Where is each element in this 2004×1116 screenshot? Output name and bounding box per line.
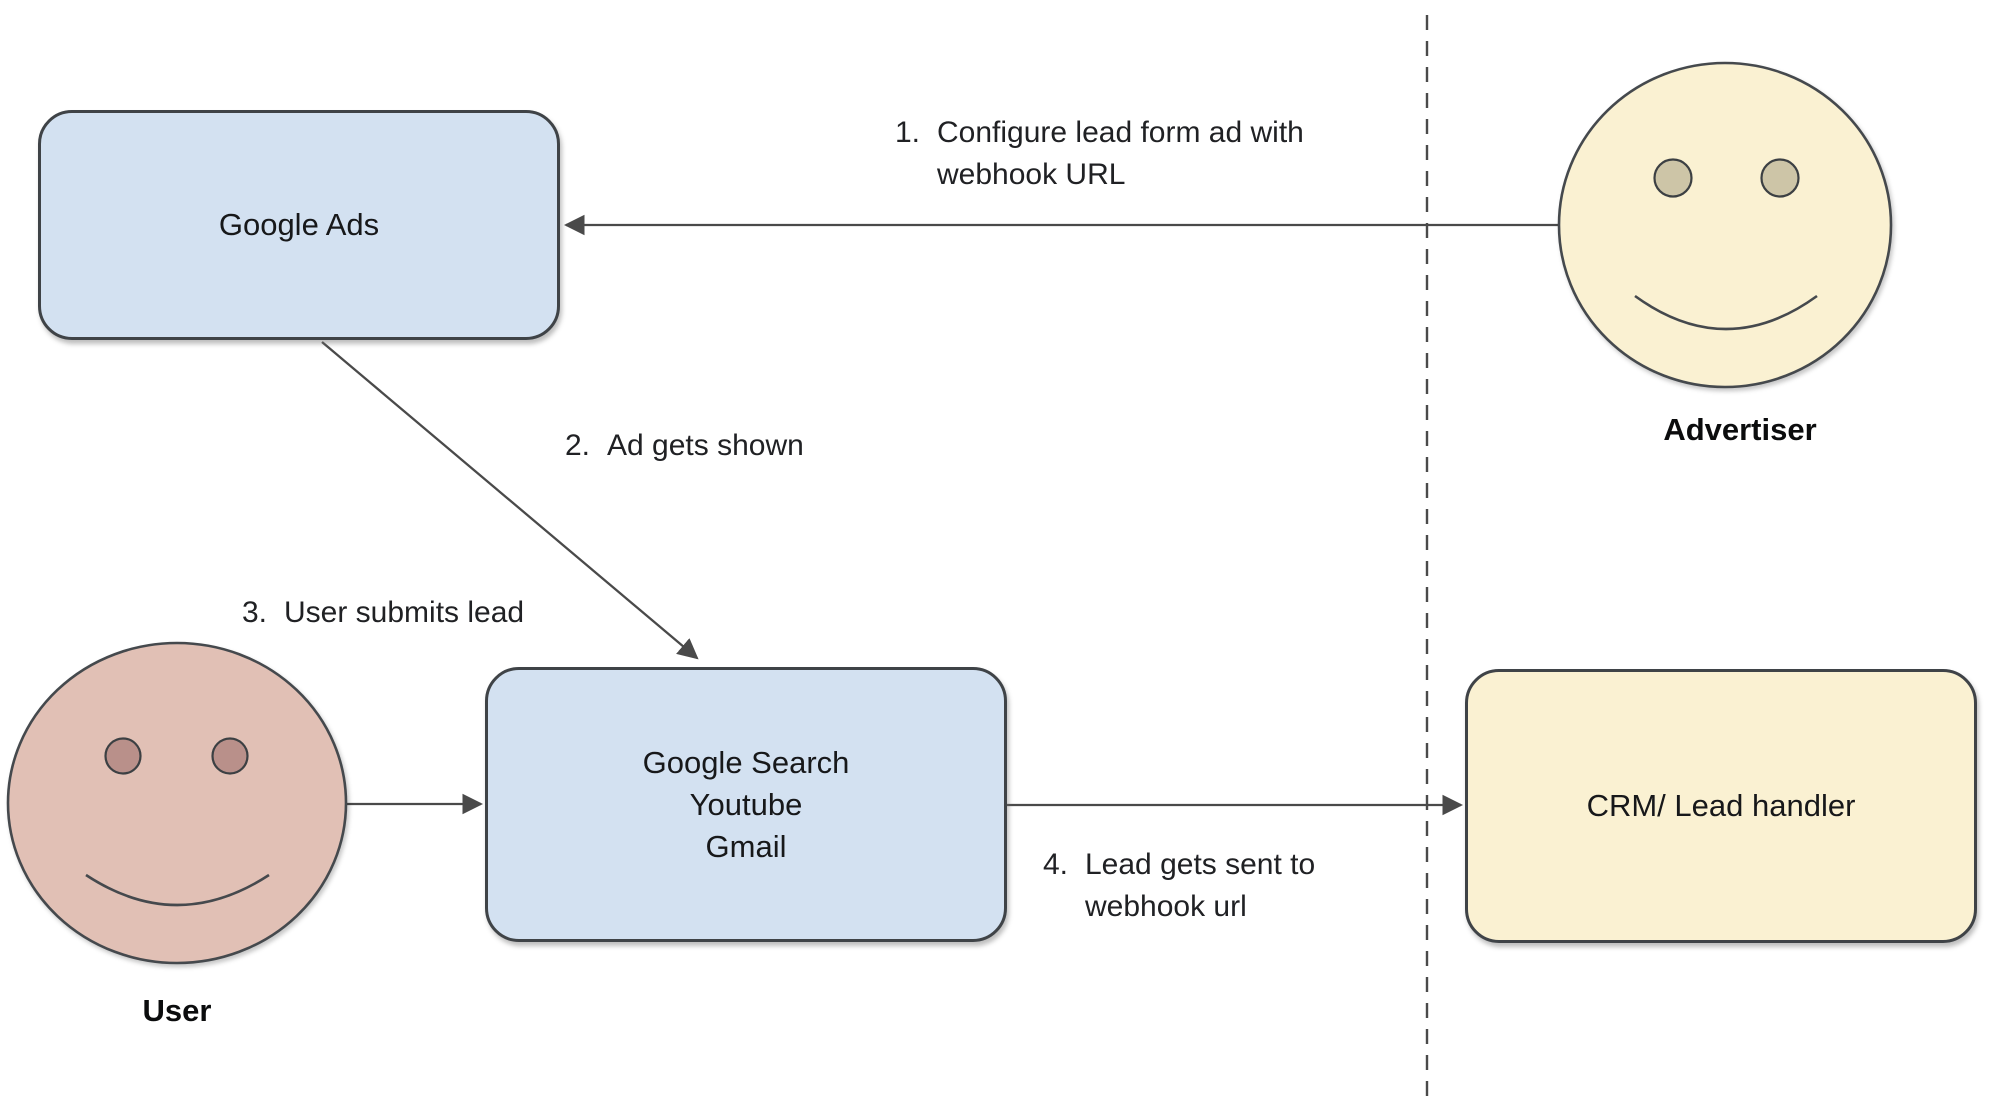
node-google-surfaces-line-3: Gmail	[705, 828, 787, 864]
advertiser-face	[1557, 61, 1893, 389]
step-label-4: 4. Lead gets sent to webhook url	[1043, 844, 1315, 928]
node-google-surfaces-line-1: Google Search	[642, 744, 850, 780]
step-1-number: 1.	[895, 116, 921, 149]
step-4-text-line-1: Lead gets sent to	[1085, 848, 1316, 881]
advertiser-caption: Advertiser	[1663, 412, 1817, 447]
node-crm-label: CRM/ Lead handler	[1586, 788, 1856, 823]
user-head	[6, 641, 348, 965]
step-3-number: 3.	[242, 596, 268, 629]
node-crm: CRM/ Lead handler	[1465, 669, 1977, 943]
advertiser-right-eye	[1760, 158, 1800, 198]
step-label-2: 2. Ad gets shown	[565, 425, 804, 467]
user-face	[6, 641, 348, 965]
step-4-text-line-2: webhook url	[1085, 890, 1247, 923]
node-google-surfaces: Google Search Youtube Gmail	[485, 667, 1007, 942]
node-google-surfaces-line-2: Youtube	[689, 786, 803, 822]
step-1-text-line-2: webhook URL	[937, 158, 1126, 191]
step-label-3: 3. User submits lead	[242, 592, 524, 634]
advertiser-smile	[1634, 294, 1818, 331]
step-2-number: 2.	[565, 429, 591, 462]
user-right-eye	[211, 737, 249, 775]
user-caption: User	[142, 993, 212, 1028]
advertiser-left-eye	[1653, 158, 1693, 198]
step-2-text-line-1: Ad gets shown	[607, 429, 804, 462]
step-3-text-line-1: User submits lead	[284, 596, 525, 629]
user-smile	[85, 873, 270, 907]
user-left-eye	[104, 737, 142, 775]
step-4-number: 4.	[1043, 848, 1069, 881]
node-google-ads-label: Google Ads	[218, 207, 380, 242]
step-1-text-line-1: Configure lead form ad with	[937, 116, 1304, 149]
node-google-ads: Google Ads	[38, 110, 560, 340]
step-label-1: 1. Configure lead form ad with webhook U…	[895, 112, 1304, 196]
arrow-google-ads-to-surfaces	[321, 341, 699, 660]
advertiser-head	[1557, 61, 1893, 389]
